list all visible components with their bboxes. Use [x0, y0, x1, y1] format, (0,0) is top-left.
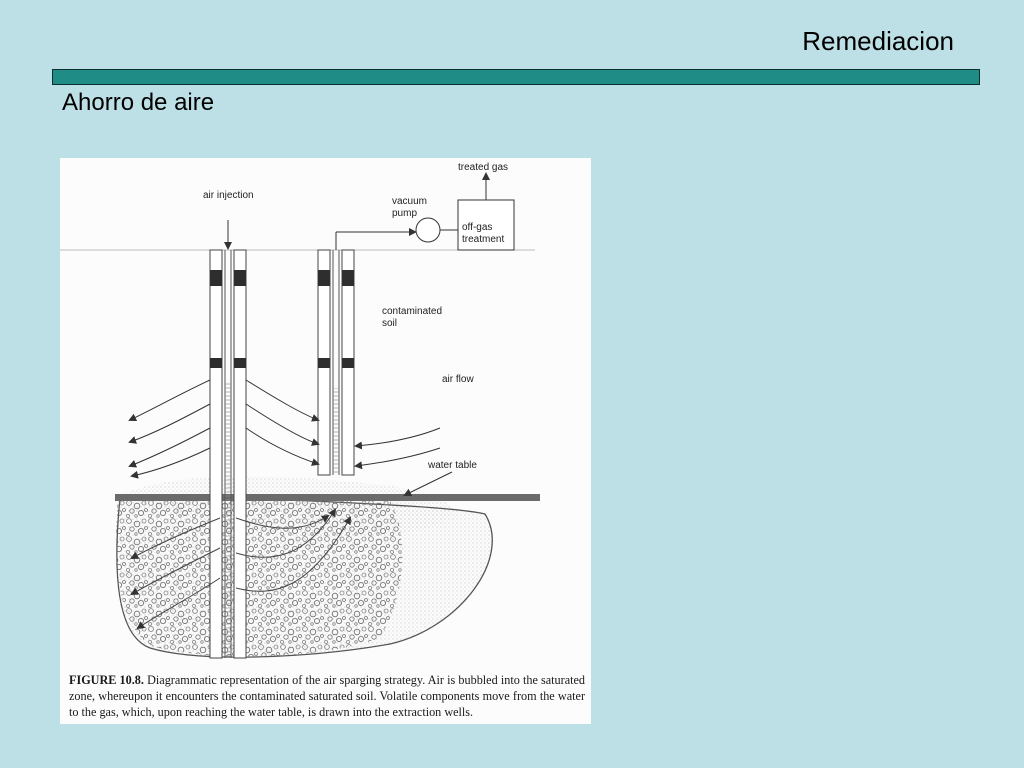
sparge-flow-lines	[130, 508, 351, 630]
air-sparging-figure: treated gas air injection vacuum pump of…	[60, 158, 591, 724]
caption-text: Diagrammatic representation of the air s…	[69, 673, 585, 719]
air-flow-arrows-right	[245, 379, 441, 470]
slide-subtitle: Ahorro de aire	[62, 89, 215, 116]
label-soil: soil	[382, 318, 397, 329]
water-table-pointer	[403, 471, 453, 496]
off-gas-treatment-box	[457, 199, 515, 251]
label-water-table: water table	[427, 460, 477, 471]
saturated-zone-gravel	[116, 500, 403, 657]
label-off-gas: off-gas	[462, 222, 492, 233]
label-pump: pump	[392, 208, 417, 219]
vacuum-pump-icon	[415, 217, 441, 243]
caption-figure-number: FIGURE 10.8.	[69, 673, 144, 687]
label-vacuum: vacuum	[392, 196, 427, 207]
air-flow-arrows-left	[128, 379, 211, 479]
label-treated-gas: treated gas	[458, 162, 508, 173]
air-injection-well	[209, 220, 247, 659]
water-table-line	[115, 494, 540, 501]
title-divider-bar	[52, 69, 980, 85]
label-air-injection: air injection	[203, 190, 254, 201]
slide-title: Remediacion	[802, 26, 954, 56]
label-air-flow: air flow	[442, 374, 474, 385]
extraction-well	[317, 228, 417, 476]
figure-caption: FIGURE 10.8. Diagrammatic representation…	[69, 672, 585, 720]
air-sparging-diagram: treated gas air injection vacuum pump of…	[60, 162, 540, 659]
label-treatment: treatment	[462, 234, 504, 245]
label-contaminated: contaminated	[382, 306, 442, 317]
